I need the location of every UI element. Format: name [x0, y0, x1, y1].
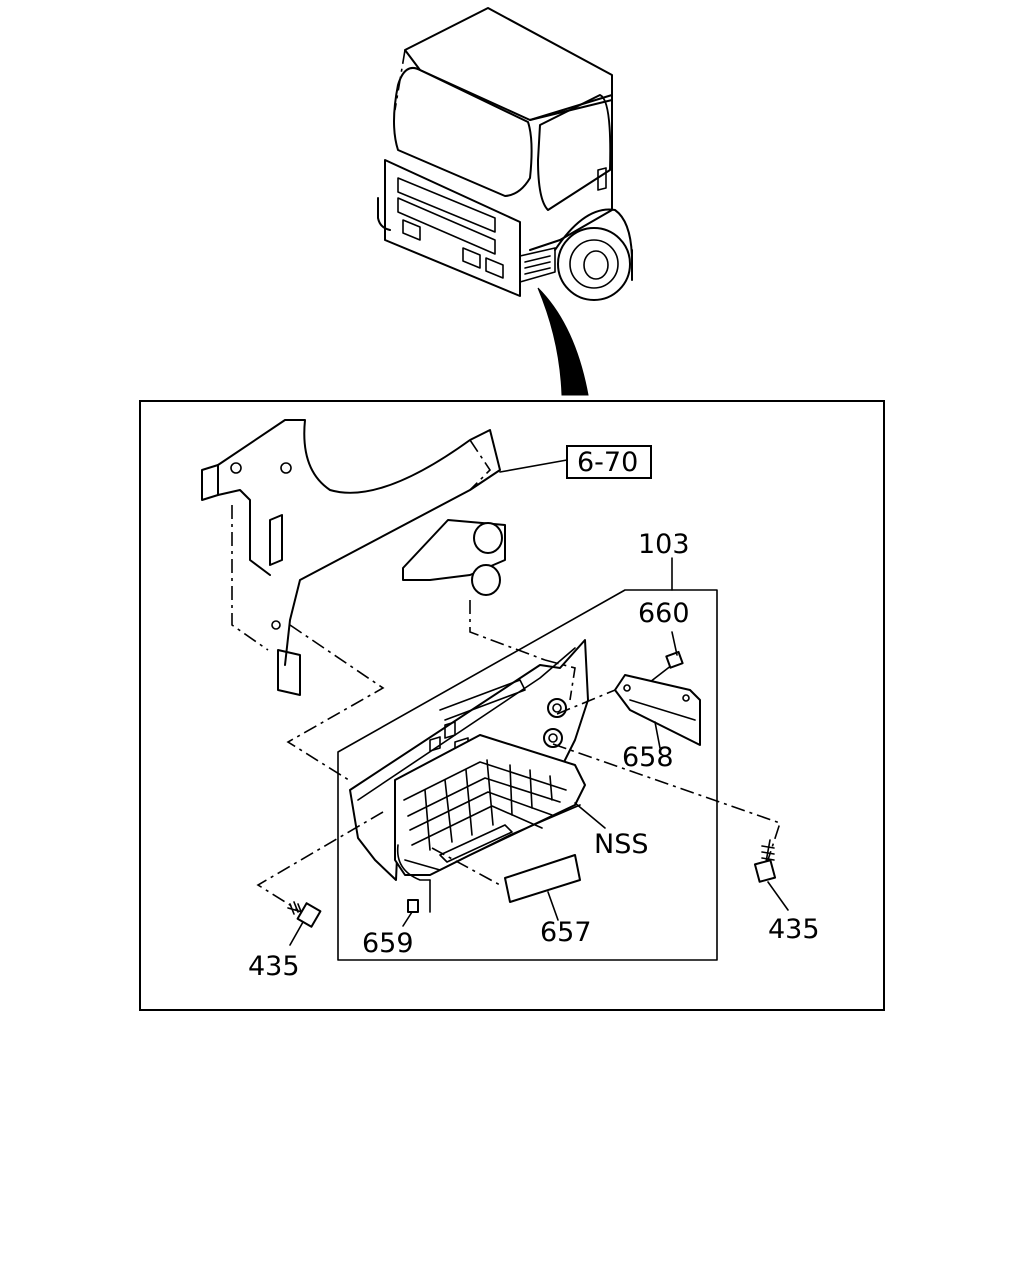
strip-657 [504, 854, 581, 921]
truck-cab-overview [377, 7, 633, 396]
detail-frame [139, 400, 885, 1011]
plate-658 [614, 674, 701, 749]
bolt-660 [649, 631, 684, 683]
callout-435-right: 435 [768, 914, 820, 945]
callout-nss: NSS [594, 829, 648, 860]
reference-6-70: 6-70 [499, 445, 652, 479]
screw-435-right [753, 839, 789, 911]
screw-435-left [287, 901, 322, 946]
callout-657: 657 [540, 917, 592, 948]
callout-435-left: 435 [248, 951, 300, 982]
callout-658: 658 [622, 742, 674, 773]
callout-103: 103 [638, 529, 690, 560]
callout-659: 659 [362, 928, 414, 959]
clip-659 [402, 879, 431, 927]
step-panel [349, 639, 589, 881]
callout-6-70: 6-70 [577, 447, 638, 478]
callout-660: 660 [638, 598, 690, 629]
assembly-103-outline [337, 589, 718, 961]
cab-bracket [201, 419, 546, 696]
